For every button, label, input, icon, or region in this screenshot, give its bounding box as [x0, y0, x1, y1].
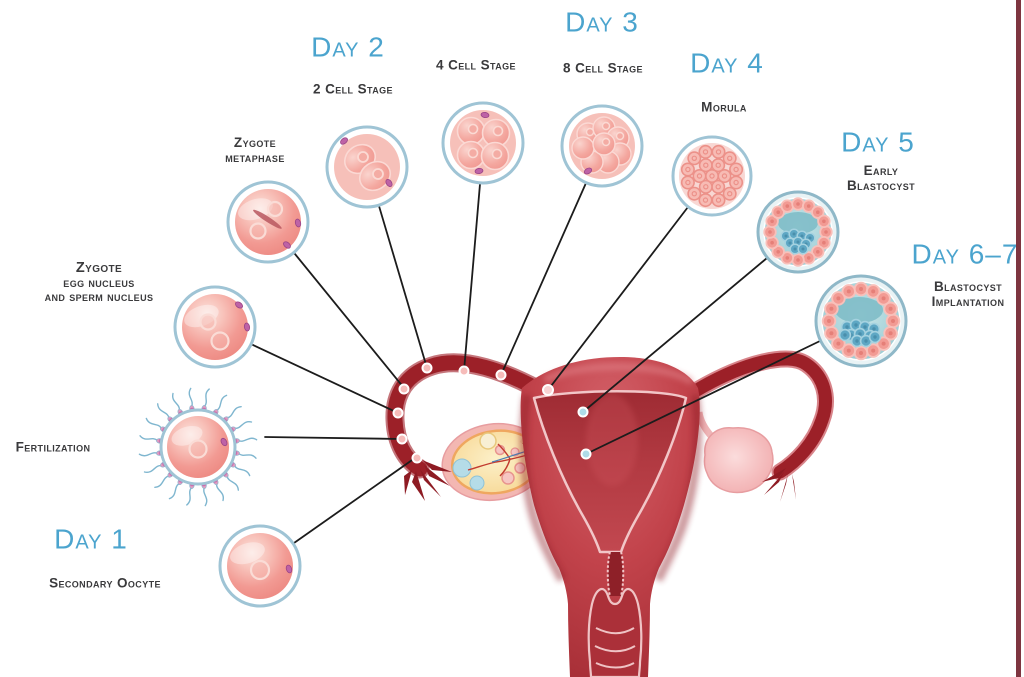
day3-heading: Day 3: [565, 6, 639, 38]
blastocoel-cavity: [778, 212, 818, 234]
day4-heading: Day 4: [690, 47, 764, 79]
stage-circle-8-cell: [560, 104, 644, 188]
stage-circle-early-blastocyst: [756, 190, 840, 274]
zygote-line3: and sperm nucleus: [44, 290, 154, 305]
zygote-line1: Zygote: [75, 259, 123, 276]
stage-circle-morula: [671, 135, 753, 217]
stage-circle-2-cell: [325, 125, 409, 209]
stage-label-2-cell: 2 Cell Stage: [313, 81, 393, 97]
early-blastocyst-line1: Early: [863, 162, 899, 178]
zygote-line2: egg nucleus: [63, 276, 135, 291]
stage-circle-secondary-oocyte: [218, 524, 302, 608]
blastocoel-cavity: [835, 297, 883, 323]
stage-label-4-cell: 4 Cell Stage: [436, 57, 516, 73]
uterus: [519, 357, 703, 677]
zygote-metaphase-line1: Zygote: [233, 134, 277, 150]
day1-heading: Day 1: [54, 523, 128, 555]
left-fimbriae: [404, 460, 452, 501]
stage-label-zygote-metaphase: Zygote metaphase: [225, 135, 284, 165]
day5-heading: Day 5: [841, 126, 915, 158]
stage-circle-blastocyst-implantation: [814, 274, 908, 368]
stage-label-morula: Morula: [701, 99, 747, 115]
blastocyst-implantation-line1: Blastocyst: [933, 278, 1003, 294]
zygote-metaphase-line2: metaphase: [225, 150, 285, 165]
blastocyst-implantation-line2: Implantation: [931, 294, 1005, 309]
right-ovary: [695, 411, 774, 494]
right-fallopian-tube: [688, 350, 834, 502]
path-dots: [392, 362, 592, 464]
stage-label-early-blastocyst: Early Blastocyst: [847, 163, 915, 193]
stage-label-8-cell: 8 Cell Stage: [563, 60, 643, 76]
stage-label-fertilization: Fertilization: [15, 439, 91, 455]
connector-lines: [252, 182, 821, 544]
stage-circle-zygote: [173, 285, 257, 369]
stage-label-secondary-oocyte: Secondary Oocyte: [49, 575, 161, 591]
cervical-canal: [608, 552, 623, 596]
stage-circle-zygote-metaphase: [226, 180, 310, 264]
day67-heading: Day 6–7: [911, 238, 1019, 270]
stage-label-blastocyst-implantation: Blastocyst Implantation: [932, 279, 1005, 309]
metaphase-spindle: [253, 209, 282, 229]
stage-circle-4-cell: [441, 101, 525, 185]
day2-heading: Day 2: [311, 31, 385, 63]
stage-label-zygote: Zygote egg nucleus and sperm nucleus: [45, 260, 154, 304]
stage-circle-fertilization: [138, 387, 258, 507]
early-blastocyst-line2: Blastocyst: [846, 178, 916, 193]
screenshot-right-border: [1016, 0, 1021, 677]
corpus-luteum: [479, 432, 497, 450]
right-fimbriae: [762, 468, 796, 502]
